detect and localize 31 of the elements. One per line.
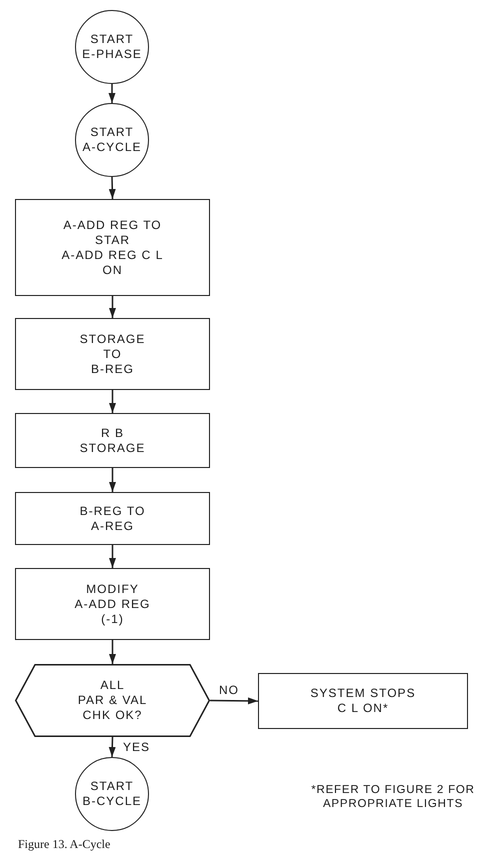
process-box xyxy=(15,318,210,390)
step-text: A-ADD REG C L ON xyxy=(62,248,164,278)
footnote: *REFER TO FIGURE 2 FOR APPROPRIATE LIGHTS xyxy=(310,783,476,811)
arrow xyxy=(109,296,116,318)
condition-text: ALL PAR & VAL CHK OK? xyxy=(78,678,148,723)
edge-label: NO xyxy=(218,683,240,697)
terminal-text: START B-CYCLE xyxy=(82,779,142,809)
decision-hexagon xyxy=(15,664,210,737)
process-box xyxy=(15,492,210,545)
arrow xyxy=(109,468,116,492)
step-text: B-REG TO A-REG xyxy=(80,504,146,534)
arrow xyxy=(210,697,258,704)
terminal-text: START E-PHASE xyxy=(82,32,142,62)
arrow xyxy=(108,736,116,758)
figure-caption: Figure 13. A-Cycle xyxy=(18,837,110,852)
step-text: R B STORAGE xyxy=(80,426,146,456)
step-text: SYSTEM STOPS C L ON* xyxy=(310,686,416,716)
step-text: MODIFY A-ADD REG (-1) xyxy=(74,582,150,626)
step-text: A-ADD REG TO STAR xyxy=(63,218,162,248)
arrow xyxy=(108,84,116,103)
arrow xyxy=(108,176,116,200)
terminal-text: START A-CYCLE xyxy=(82,125,142,155)
process-box xyxy=(15,568,210,640)
step-text: STORAGE TO B-REG xyxy=(80,332,146,376)
process-box xyxy=(258,673,468,729)
arrow xyxy=(109,640,116,664)
arrow xyxy=(109,545,116,568)
process-box xyxy=(15,199,210,296)
arrow xyxy=(109,390,116,413)
process-box xyxy=(15,413,210,468)
edge-label: YES xyxy=(122,740,152,754)
